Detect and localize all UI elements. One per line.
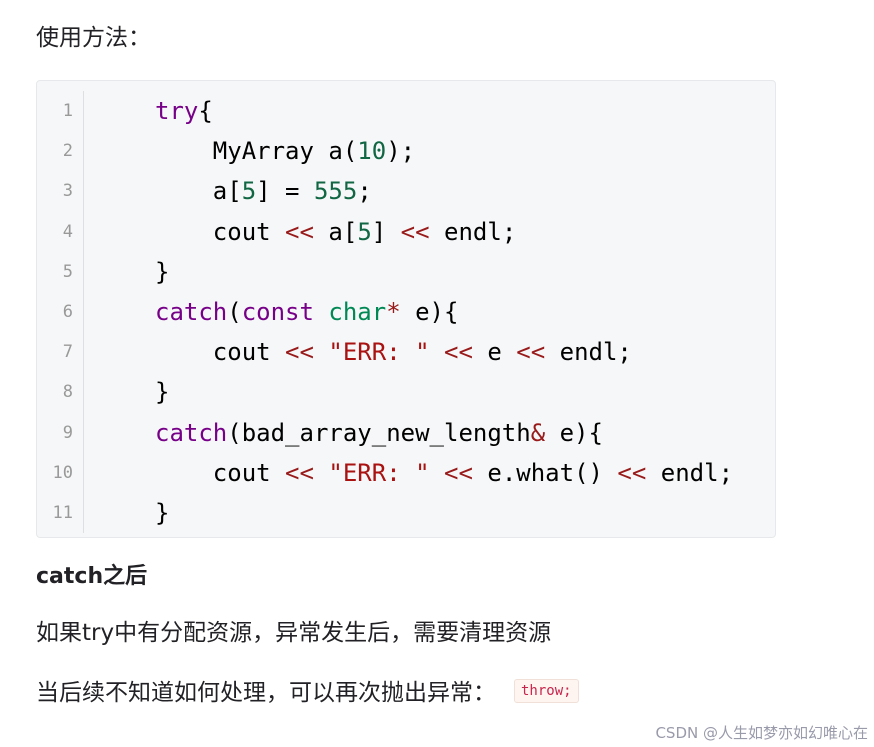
section-heading: catch之后 <box>36 564 148 589</box>
code-line-11: } <box>155 493 733 533</box>
keyword: catch <box>155 418 228 447</box>
operator: << <box>516 338 546 367</box>
code-text: e <box>472 338 517 367</box>
usage-label: 使用方法： <box>36 25 151 51</box>
code-text: cout <box>212 338 286 367</box>
line-number: 6 <box>62 301 73 322</box>
code-line-4: cout << a[5] << endl; <box>155 212 733 252</box>
type-name: char <box>328 297 387 326</box>
code-text: (bad_array_new_length <box>227 418 531 447</box>
code-line-7: cout << "ERR: " << e << endl; <box>155 332 733 372</box>
code-text: } <box>155 257 170 286</box>
code-text: ); <box>386 137 416 166</box>
operator: << <box>285 217 314 246</box>
keyword: catch <box>155 297 228 326</box>
code-text: MyArray a( <box>212 137 358 166</box>
code-text: ; <box>357 177 372 206</box>
code-text <box>314 459 328 487</box>
code-text: cout <box>212 458 286 487</box>
rethrow-paragraph: 当后续不知道如何处理，可以再次抛出异常： throw; <box>36 677 579 709</box>
code-text <box>314 338 328 366</box>
keyword: try <box>155 97 199 125</box>
operator: << <box>617 458 647 487</box>
rethrow-text: 当后续不知道如何处理，可以再次抛出异常： <box>36 680 496 706</box>
code-text <box>430 338 444 366</box>
code-text <box>430 459 444 487</box>
code-text: } <box>155 378 170 407</box>
code-line-6: catch(const char* e){ <box>155 292 733 332</box>
line-number: 8 <box>62 382 73 403</box>
line-number: 4 <box>62 221 73 242</box>
operator: << <box>444 338 473 367</box>
watermark: CSDN @人生如梦亦如幻唯心在 <box>655 724 868 742</box>
code-line-10: cout << "ERR: " << e.what() << endl; <box>155 453 733 493</box>
code-text: ] <box>371 217 401 246</box>
keyword: const <box>241 297 314 326</box>
code-text: endl; <box>545 338 632 367</box>
number-literal: 5 <box>241 177 257 206</box>
line-number: 1 <box>62 101 73 121</box>
code-line-3: a[5] = 555; <box>155 171 733 211</box>
resource-paragraph: 如果try中有分配资源，异常发生后，需要清理资源 <box>36 620 552 646</box>
code-block: 1 2 3 4 5 6 7 8 9 10 11 try{ MyArray a(1… <box>36 80 776 538</box>
code-content: try{ MyArray a(10); a[5] = 555; cout << … <box>155 91 733 533</box>
line-number-gutter: 1 2 3 4 5 6 7 8 9 10 11 <box>37 91 84 534</box>
code-text: cout <box>212 217 286 246</box>
code-text: ( <box>227 297 242 326</box>
line-number: 11 <box>52 502 73 523</box>
code-text: endl; <box>429 217 517 246</box>
code-text: } <box>155 498 170 527</box>
line-number: 5 <box>62 261 73 282</box>
operator: & <box>530 418 546 447</box>
code-line-2: MyArray a(10); <box>155 131 733 171</box>
code-text: { <box>198 97 213 125</box>
string-literal: "ERR: " <box>328 338 430 367</box>
code-text: a[ <box>212 177 242 206</box>
operator: << <box>400 217 430 246</box>
operator: << <box>285 458 314 487</box>
code-text: e){ <box>545 418 603 447</box>
line-number: 2 <box>62 141 73 162</box>
string-literal: "ERR: " <box>328 458 430 487</box>
operator: << <box>285 338 314 367</box>
operator: << <box>444 458 473 487</box>
code-line-9: catch(bad_array_new_length& e){ <box>155 413 733 453</box>
inline-code-throw: throw; <box>514 678 579 703</box>
code-line-5: } <box>155 252 733 292</box>
code-text <box>314 298 328 326</box>
line-number: 9 <box>62 422 73 443</box>
line-number: 7 <box>62 342 73 363</box>
operator: * <box>386 297 401 326</box>
code-text: a[ <box>313 217 358 246</box>
code-text: ] = <box>256 177 314 206</box>
code-line-8: } <box>155 372 733 412</box>
number-literal: 5 <box>357 217 372 246</box>
code-text: e.what() <box>472 458 618 487</box>
number-literal: 10 <box>357 137 387 166</box>
line-number: 10 <box>52 462 73 483</box>
line-number: 3 <box>62 181 73 202</box>
code-line-1: try{ <box>155 91 733 131</box>
number-literal: 555 <box>313 177 358 206</box>
code-text: endl; <box>646 458 734 487</box>
code-text: e){ <box>400 297 459 326</box>
